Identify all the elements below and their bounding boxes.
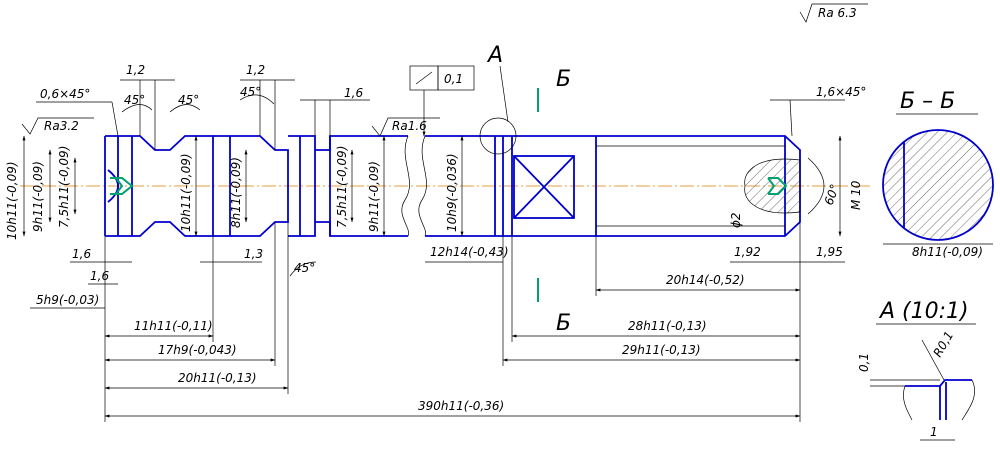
svg-text:8h11(-0,09): 8h11(-0,09) (912, 245, 983, 259)
svg-text:1,6: 1,6 (344, 86, 363, 100)
svg-text:29h11(-0,13): 29h11(-0,13) (622, 343, 701, 357)
svg-text:0,1: 0,1 (444, 72, 463, 86)
svg-text:45°: 45° (240, 85, 261, 99)
svg-text:390h11(-0,36): 390h11(-0,36) (418, 399, 504, 413)
svg-text:1,92: 1,92 (734, 245, 761, 259)
roughness-left: Ra3.2 (21, 117, 94, 135)
runout-tolerance-frame: 0,1 (409, 65, 475, 137)
svg-text:60°: 60° (822, 182, 842, 207)
svg-text:1,95: 1,95 (816, 245, 843, 259)
detail-a-label: А (486, 43, 503, 68)
svg-text:28h11(-0,13): 28h11(-0,13) (628, 319, 707, 333)
roughness-general: Ra 6.3 (799, 3, 868, 23)
svg-text:7,5h11(-0,09): 7,5h11(-0,09) (57, 146, 71, 228)
svg-text:1,6: 1,6 (72, 247, 91, 261)
svg-text:Ra 6.3: Ra 6.3 (818, 6, 857, 20)
svg-text:М 10: М 10 (849, 180, 863, 210)
svg-text:20h11(-0,13): 20h11(-0,13) (178, 371, 257, 385)
svg-text:10h9(-0,036): 10h9(-0,036) (445, 153, 459, 232)
svg-text:Ra3.2: Ra3.2 (44, 119, 79, 133)
svg-text:11h11(-0,11): 11h11(-0,11) (134, 319, 213, 333)
section-mark-bottom: Б (556, 311, 571, 336)
svg-text:1,3: 1,3 (244, 247, 263, 261)
svg-text:1: 1 (930, 425, 938, 439)
section-b-b: Б – Б 8h11(-0,09) (882, 89, 994, 259)
detail-a-circle (479, 117, 517, 155)
svg-text:9h11(-0,09): 9h11(-0,09) (31, 161, 45, 232)
end-local-section (744, 158, 801, 214)
svg-text:7,5h11(-0,09): 7,5h11(-0,09) (335, 146, 349, 228)
svg-text:1,6×45°: 1,6×45° (816, 85, 866, 99)
svg-text:10h11(-0,09): 10h11(-0,09) (179, 153, 193, 232)
break-line-right (418, 135, 427, 237)
shaft-right-outline (425, 135, 801, 237)
svg-text:9h11(-0,09): 9h11(-0,09) (367, 161, 381, 232)
svg-text:20h14(-0,52): 20h14(-0,52) (666, 273, 745, 287)
svg-text:8h11(-0,09): 8h11(-0,09) (229, 157, 243, 228)
svg-text:R0,1: R0,1 (930, 329, 956, 360)
svg-text:1,2: 1,2 (246, 63, 265, 77)
svg-text:А (10:1): А (10:1) (878, 299, 969, 324)
svg-text:1,2: 1,2 (126, 63, 145, 77)
svg-text:12h14(-0,43): 12h14(-0,43) (430, 245, 509, 259)
svg-text:Ra1.6: Ra1.6 (392, 119, 427, 133)
svg-text:10h11(-0,09): 10h11(-0,09) (5, 161, 19, 240)
detail-a-view: А (10:1) 0,1 R0,1 1 (857, 299, 976, 441)
svg-text:5h9(-0,03): 5h9(-0,03) (36, 293, 99, 307)
diameter-dimensions: 10h11(-0,09) 9h11(-0,09) 7,5h11(-0,09) 1… (5, 135, 863, 240)
svg-text:0,6×45°: 0,6×45° (40, 87, 90, 101)
top-dimensions: 0,6×45° 1,2 45° 45° 1,2 45° 1,6 1,6×45° (36, 63, 866, 150)
svg-text:45°: 45° (178, 93, 199, 107)
svg-text:ϕ2: ϕ2 (729, 212, 743, 228)
svg-text:45°: 45° (124, 93, 145, 107)
svg-text:Б – Б: Б – Б (900, 89, 955, 114)
svg-text:45°: 45° (294, 261, 315, 275)
bottom-dimensions: 1,6 1,6 1,3 45° 12h14(-0,43) 1,92 1,95 2… (30, 222, 845, 422)
break-line-left (401, 135, 410, 237)
left-center-hole (110, 177, 134, 195)
svg-text:17h9(-0,043): 17h9(-0,043) (158, 343, 237, 357)
roughness-mid: Ra1.6 (371, 117, 440, 137)
section-mark-top: Б (556, 67, 571, 92)
svg-text:0,1: 0,1 (857, 353, 871, 372)
svg-text:1,6: 1,6 (90, 269, 109, 283)
